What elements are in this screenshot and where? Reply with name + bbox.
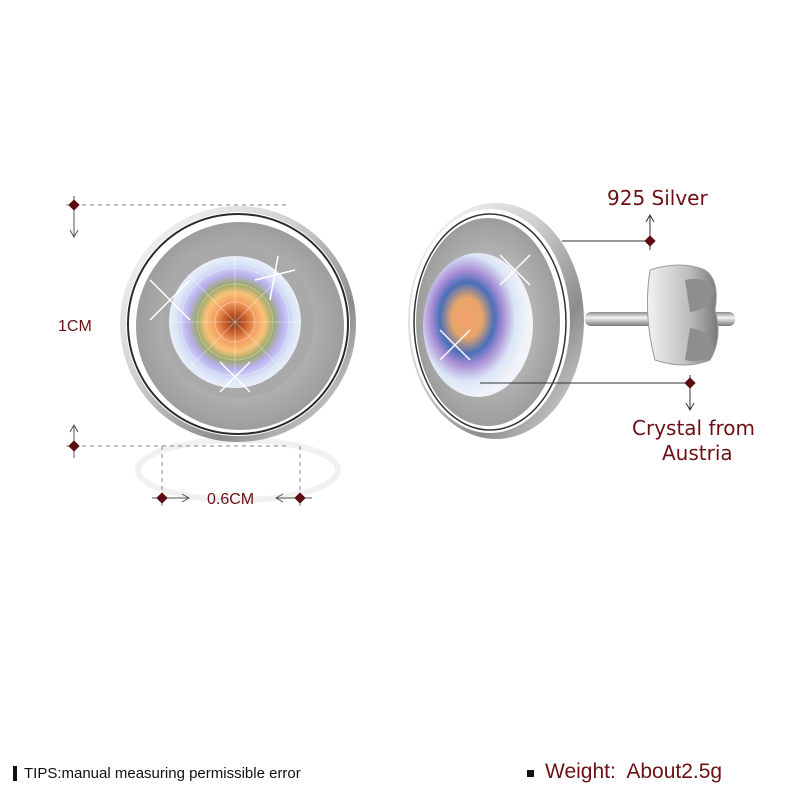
tips-bar-icon <box>13 766 17 781</box>
height-dimension <box>66 204 301 510</box>
tips-text: TIPS:manual measuring permissible error <box>24 765 301 782</box>
weight-text: Weight: About2.5g <box>545 760 723 783</box>
front-earring-body <box>120 206 356 442</box>
stone-width-label: 0.6CM <box>207 491 255 508</box>
stone-callout-label-line2: Austria <box>662 441 733 465</box>
stone-callout-label-line1: Crystal from <box>632 416 755 440</box>
side-crystal-stone <box>423 253 533 397</box>
material-callout-label: 925 Silver <box>607 186 708 210</box>
side-earring-body <box>408 203 735 439</box>
weight-bullet-icon <box>527 770 534 777</box>
crystal-stone <box>169 256 301 388</box>
height-label: 1CM <box>58 318 92 335</box>
